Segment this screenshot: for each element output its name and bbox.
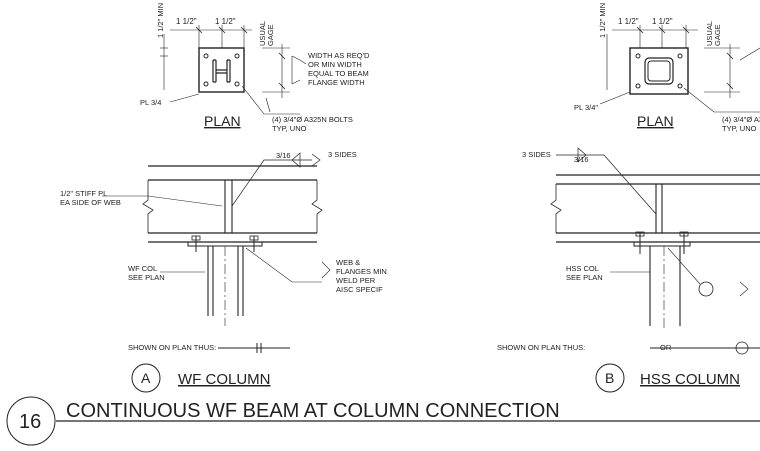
- view-title-b: HSS COLUMN: [640, 371, 740, 388]
- bolts-note-b: (4) 3/4"Ø A325N TYP, UNO: [722, 115, 760, 133]
- width-note-line: EQUAL TO BEAM: [308, 69, 369, 78]
- dim-left-a: 1 1/2": [176, 17, 197, 26]
- view-letter-a: A: [141, 370, 151, 386]
- shown-or-b: OR: [660, 343, 672, 352]
- plan-view-b: [599, 25, 760, 113]
- bolts-note-line: TYP, UNO: [272, 124, 307, 133]
- elevation-view-b: [550, 147, 760, 355]
- gage-line-2: GAGE: [266, 24, 275, 46]
- col-note-line: SEE PLAN: [128, 273, 165, 282]
- bolts-note-line: TYP, UNO: [722, 124, 757, 133]
- gage-line-1: USUAL: [705, 21, 714, 46]
- dim-min-a: 1 1/2" MIN: [156, 3, 165, 38]
- flange-note-line: FLANGES MIN: [336, 267, 387, 276]
- bolts-note-a: (4) 3/4"Ø A325N BOLTS TYP, UNO: [272, 115, 355, 133]
- col-note-b: HSS COL SEE PLAN: [566, 264, 603, 282]
- dim-min-b: 1 1/2" MIN: [598, 3, 607, 38]
- col-note-line: SEE PLAN: [566, 273, 603, 282]
- dim-right-a: 1 1/2": [215, 17, 236, 26]
- stiff-note-a: 1/2" STIFF PL EA SIDE OF WEB: [60, 189, 121, 207]
- weld-size-b: 3/16: [574, 155, 589, 164]
- dim-left-b: 1 1/2": [618, 17, 639, 26]
- detail-number: 16: [19, 411, 41, 433]
- col-note-line: WF COL: [128, 264, 157, 273]
- shown-on-plan-a: SHOWN ON PLAN THUS:: [128, 343, 216, 352]
- weld-sides-b: 3 SIDES: [522, 150, 551, 159]
- flange-note-a: WEB & FLANGES MIN WELD PER AISC SPECIF: [336, 258, 389, 294]
- weld-sides-a: 3 SIDES: [328, 150, 357, 159]
- dim-right-b: 1 1/2": [652, 17, 673, 26]
- gage-label-b: USUAL GAGE: [705, 19, 722, 46]
- plate-label-a: PL 3/4: [140, 98, 161, 107]
- flange-note-line: WEB &: [336, 258, 360, 267]
- plan-title-a: PLAN: [204, 113, 241, 129]
- width-note-line: WIDTH AS REQ'D: [308, 51, 370, 60]
- width-note-line: FLANGE WIDTH: [308, 78, 365, 87]
- view-title-a: WF COLUMN: [178, 371, 271, 388]
- col-note-line: HSS COL: [566, 264, 599, 273]
- title-block: [6, 363, 760, 446]
- gage-line-1: USUAL: [258, 21, 267, 46]
- gage-label-a: USUAL GAGE: [258, 19, 275, 46]
- col-note-a: WF COL SEE PLAN: [128, 264, 165, 282]
- flange-note-line: AISC SPECIF: [336, 285, 383, 294]
- gage-line-2: GAGE: [713, 24, 722, 46]
- width-note-a: WIDTH AS REQ'D OR MIN WIDTH EQUAL TO BEA…: [308, 51, 372, 87]
- weld-size-a: 3/16: [276, 151, 291, 160]
- stiff-note-line: EA SIDE OF WEB: [60, 198, 121, 207]
- shown-on-plan-b: SHOWN ON PLAN THUS:: [497, 343, 585, 352]
- bolts-note-line: (4) 3/4"Ø A325N BOLTS: [272, 115, 353, 124]
- plan-view-a: [160, 25, 307, 115]
- plate-label-b: PL 3/4": [574, 103, 598, 112]
- detail-title: CONTINUOUS WF BEAM AT COLUMN CONNECTION: [66, 400, 560, 422]
- bolts-note-line: (4) 3/4"Ø A325N: [722, 115, 760, 124]
- elevation-view-a: [102, 152, 331, 353]
- view-letter-b: B: [605, 370, 614, 386]
- stiff-note-line: 1/2" STIFF PL: [60, 189, 107, 198]
- width-note-line: OR MIN WIDTH: [308, 60, 362, 69]
- flange-note-line: WELD PER: [336, 276, 376, 285]
- plan-title-b: PLAN: [637, 113, 674, 129]
